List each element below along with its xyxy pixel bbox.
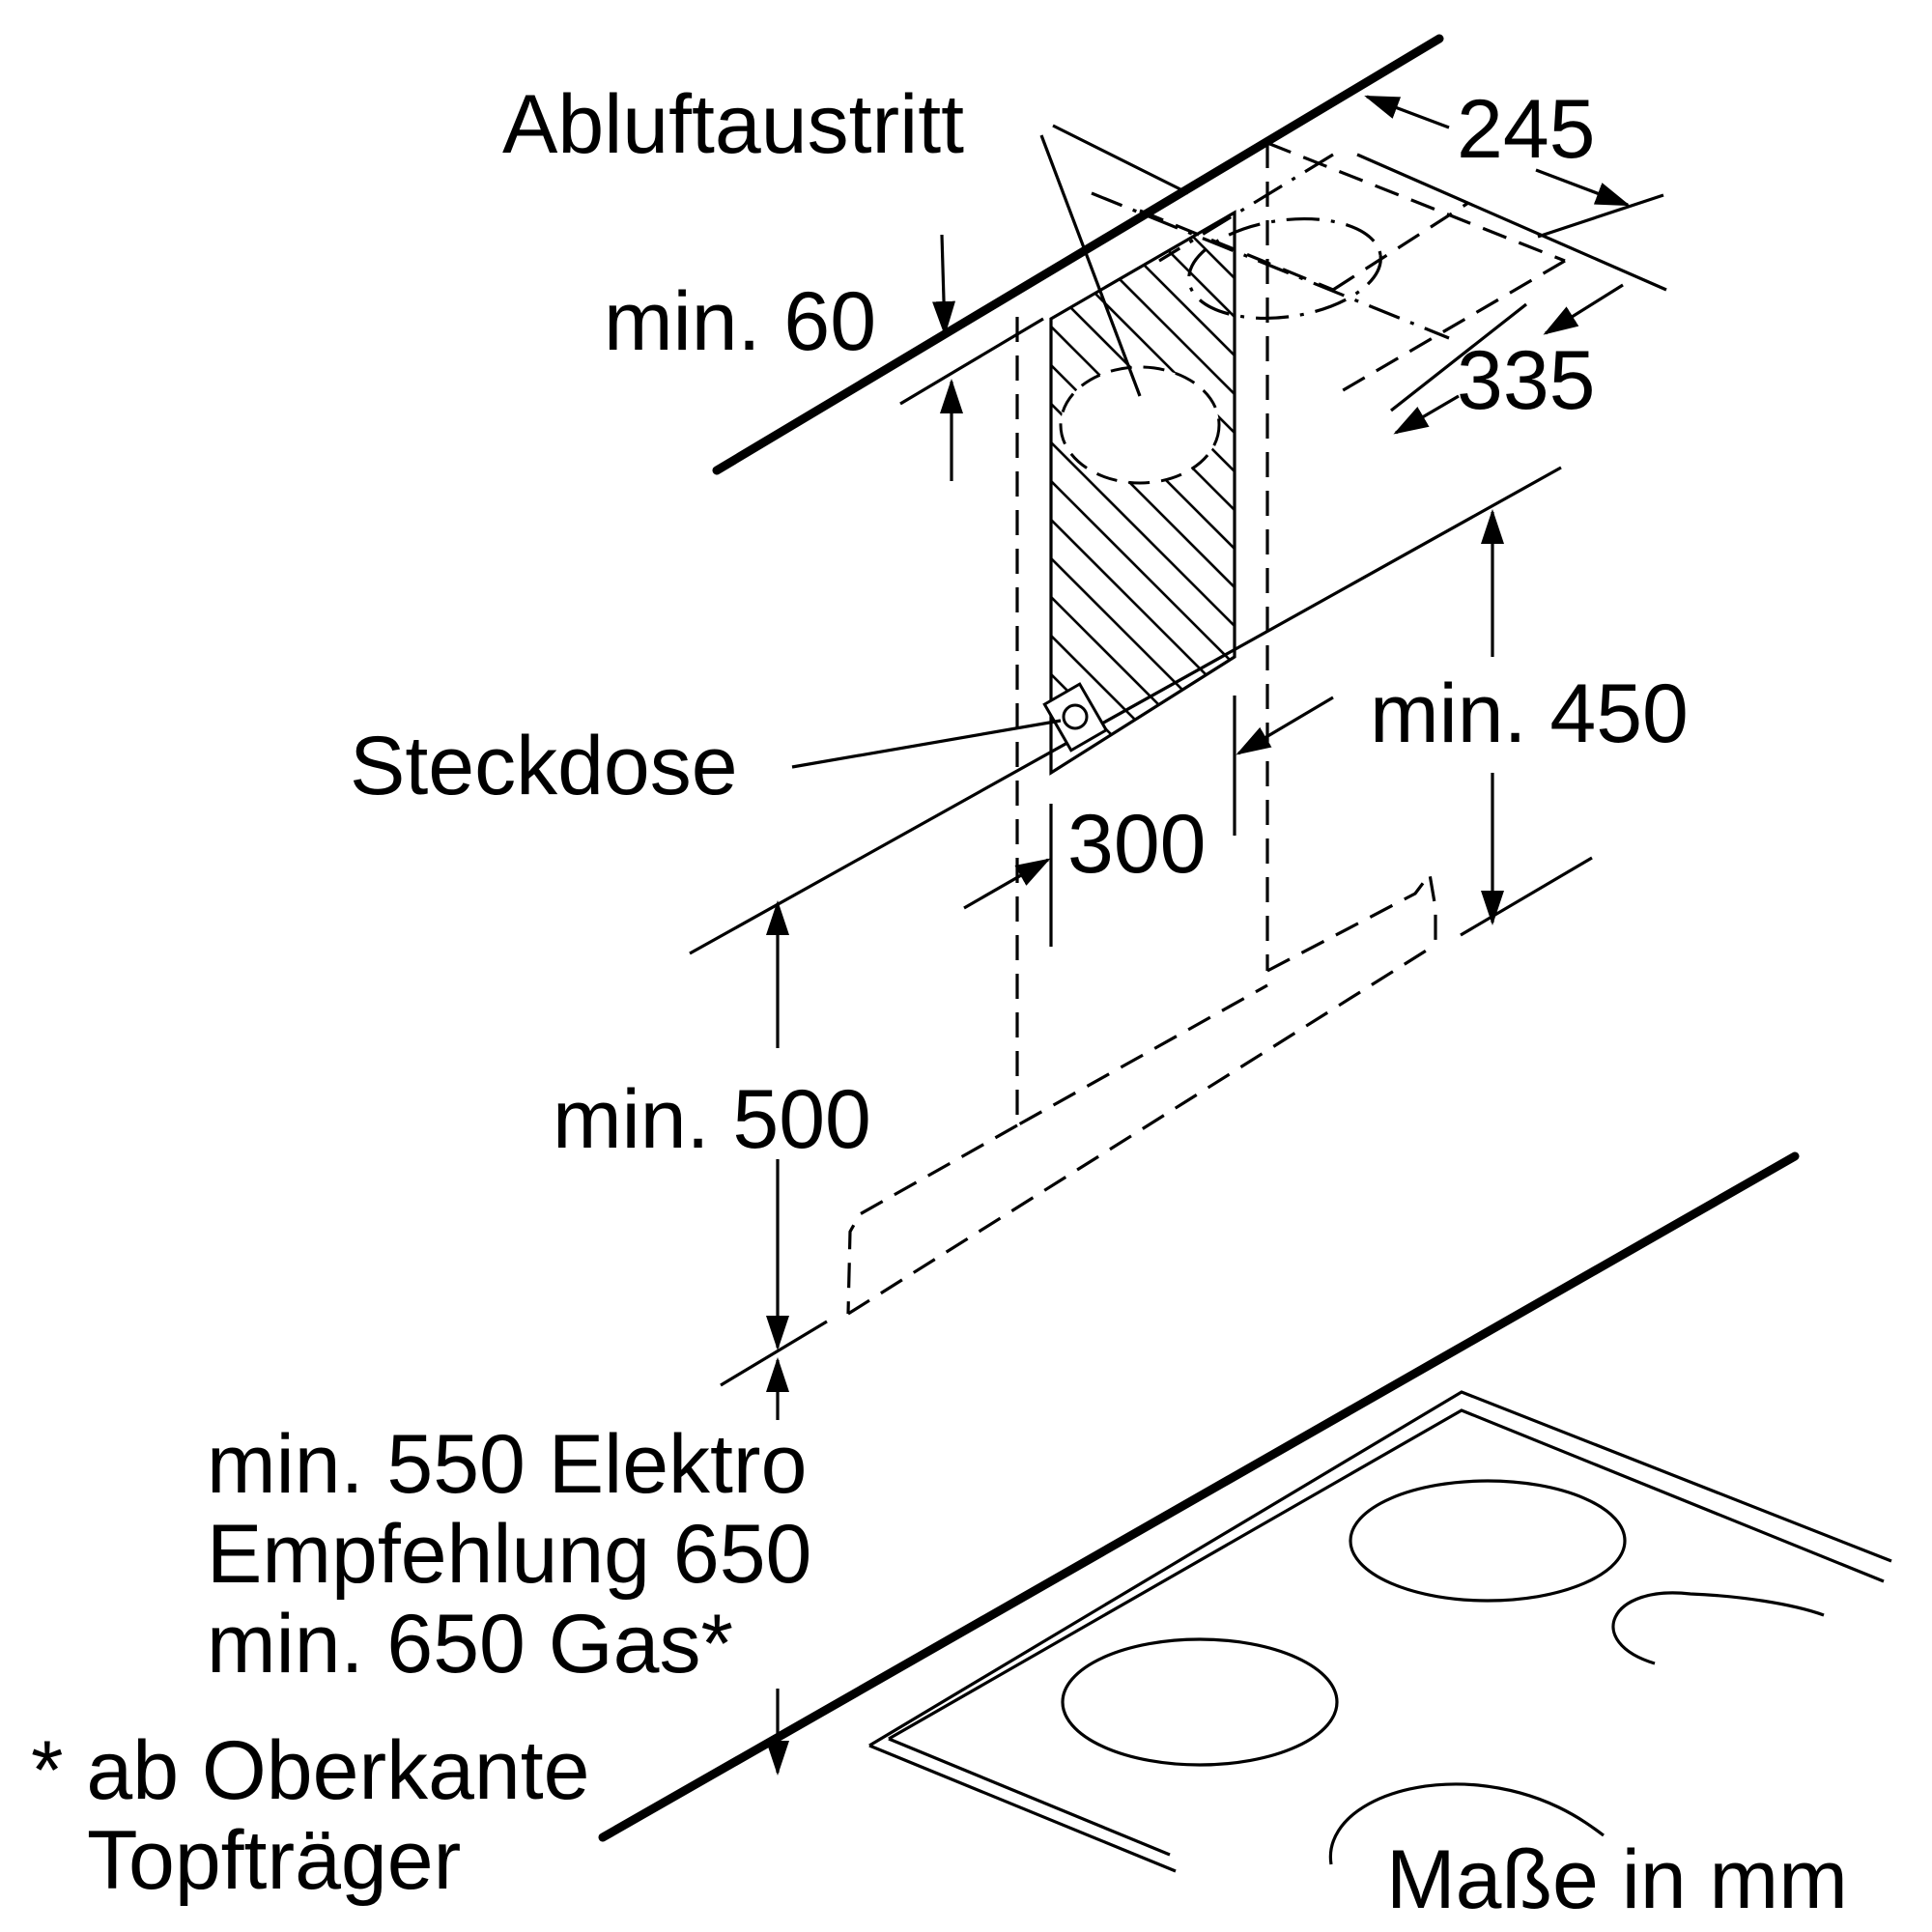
label-clearance-electric: min. 550 Elektro: [207, 1418, 807, 1511]
label-min-500: min. 500: [553, 1073, 871, 1166]
socket-symbol: [1042, 682, 1109, 753]
dimension-min-450: [1460, 509, 1593, 937]
label-units: Maße in mm: [1386, 1833, 1848, 1926]
label-footnote-line1: * ab Oberkante: [31, 1724, 589, 1817]
dimension-300: [963, 696, 1334, 947]
label-width-300: 300: [1067, 798, 1207, 891]
ceiling-line: [712, 34, 1444, 475]
label-socket: Steckdose: [350, 720, 738, 812]
dimension-min-60: [899, 234, 1044, 481]
leader-lines: [791, 124, 1189, 769]
label-depth-245: 245: [1457, 83, 1596, 176]
dimension-335: [1390, 283, 1624, 435]
duct-outline: [1091, 141, 1566, 398]
worktop-edge: [598, 1151, 1800, 1842]
hood-outline: [846, 143, 1437, 1316]
cooktop: [868, 1390, 1892, 1873]
label-exhaust-outlet: Abluftaustritt: [502, 78, 964, 171]
label-footnote-line2: Topfträger: [87, 1814, 461, 1907]
label-min-450: min. 450: [1370, 668, 1689, 760]
dimension-245: [1356, 95, 1667, 292]
label-clearance-recommendation: Empfehlung 650: [207, 1508, 811, 1601]
dimension-min-500: [720, 900, 828, 1387]
label-clearance-gas: min. 650 Gas*: [207, 1598, 733, 1690]
label-min-60: min. 60: [604, 275, 876, 368]
label-width-335: 335: [1457, 334, 1596, 427]
